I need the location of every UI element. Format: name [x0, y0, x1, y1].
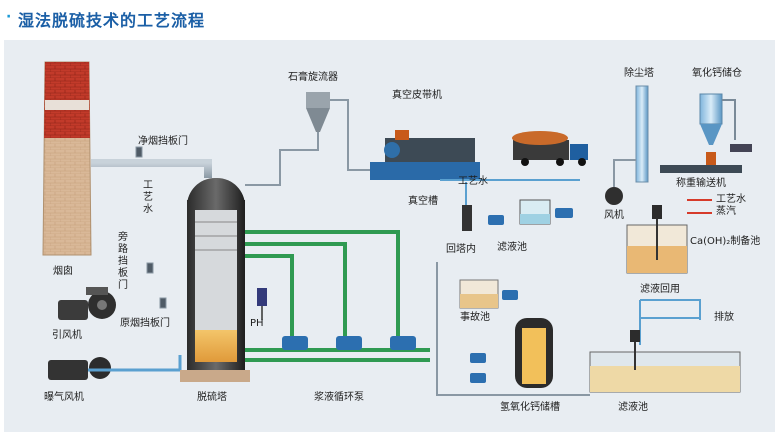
- weighing-conveyor: [660, 152, 742, 173]
- chimney: [42, 61, 92, 256]
- filtrate-tank-mid: [519, 199, 573, 225]
- label-filtrate-reuse: 滤液回用: [640, 284, 680, 295]
- flue-duct-system: [91, 159, 212, 309]
- vacuum-belt-filter: [370, 130, 480, 180]
- reuse-discharge-pipes: [639, 299, 701, 345]
- label-chimney: 烟囱: [53, 266, 73, 277]
- label-weighing-conveyor: 称重输送机: [676, 178, 726, 189]
- accident-tank: [459, 279, 518, 309]
- label-ph: PH: [250, 318, 264, 329]
- caoh-prep-tank: [626, 199, 712, 274]
- title-bullet: ·: [6, 9, 12, 25]
- label-vacuum-belt: 真空皮带机: [392, 90, 442, 101]
- label-caoh-silo: 氧化钙储仓: [692, 68, 742, 79]
- label-bypass-damper: 旁路挡板门: [118, 232, 128, 291]
- induced-fan: [58, 287, 116, 320]
- label-steam: 蒸汽: [716, 206, 736, 217]
- label-filtrate-tank-mid: 滤液池: [497, 242, 527, 253]
- label-accident-tank: 事故池: [460, 312, 490, 323]
- label-caoh-prep-tank: Ca(OH)₂制备池: [690, 236, 761, 247]
- bypass-damper-valve: [146, 262, 154, 274]
- aeration-fan: [48, 355, 182, 380]
- label-gypsum-cyclone: 石膏旋流器: [288, 72, 338, 83]
- ph-meter: [257, 288, 267, 320]
- filtrate-tank-bottom: [589, 330, 741, 393]
- slurry-circulation-pumps: [282, 336, 416, 350]
- label-caoh-storage-tank: 氢氧化钙储槽: [500, 402, 560, 413]
- label-raw-damper: 原烟挡板门: [120, 318, 170, 329]
- filtrate-pump: [488, 215, 504, 225]
- gypsum-cyclone: [245, 92, 330, 186]
- label-vacuum-tank: 真空槽: [408, 196, 438, 207]
- label-desulfurization-tower: 脱硫塔: [197, 392, 227, 403]
- fan-unit: [605, 159, 636, 205]
- dump-truck: [512, 131, 588, 166]
- label-process-water-mid: 工艺水: [458, 176, 488, 187]
- desulfurization-tower: [180, 178, 250, 382]
- spray-pipes: [245, 230, 430, 362]
- caoh-storage-tank: [470, 318, 553, 388]
- label-aeration-fan: 曝气风机: [44, 392, 84, 403]
- label-slurry-pump: 浆液循环泵: [314, 392, 364, 403]
- label-process-water-right: 工艺水: [716, 194, 746, 205]
- label-dust-tower: 除尘塔: [624, 68, 654, 79]
- label-process-water-left: 工艺水: [143, 180, 153, 215]
- raw-damper-valve: [159, 297, 167, 309]
- label-fan: 风机: [604, 210, 624, 221]
- caoh-silo: [699, 93, 752, 152]
- dust-tower: [635, 85, 649, 183]
- title-bar: · 湿法脱硫技术的工艺流程: [0, 0, 779, 34]
- label-clean-damper: 净烟挡板门: [138, 136, 188, 147]
- clean-damper-valve: [135, 146, 143, 158]
- label-filtrate-tank-bottom: 滤液池: [618, 402, 648, 413]
- label-return-in: 回塔内: [446, 244, 476, 255]
- page-title: 湿法脱硫技术的工艺流程: [18, 11, 206, 30]
- label-discharge: 排放: [714, 312, 734, 323]
- vacuum-tank: [462, 205, 472, 231]
- label-induced-fan: 引风机: [52, 330, 82, 341]
